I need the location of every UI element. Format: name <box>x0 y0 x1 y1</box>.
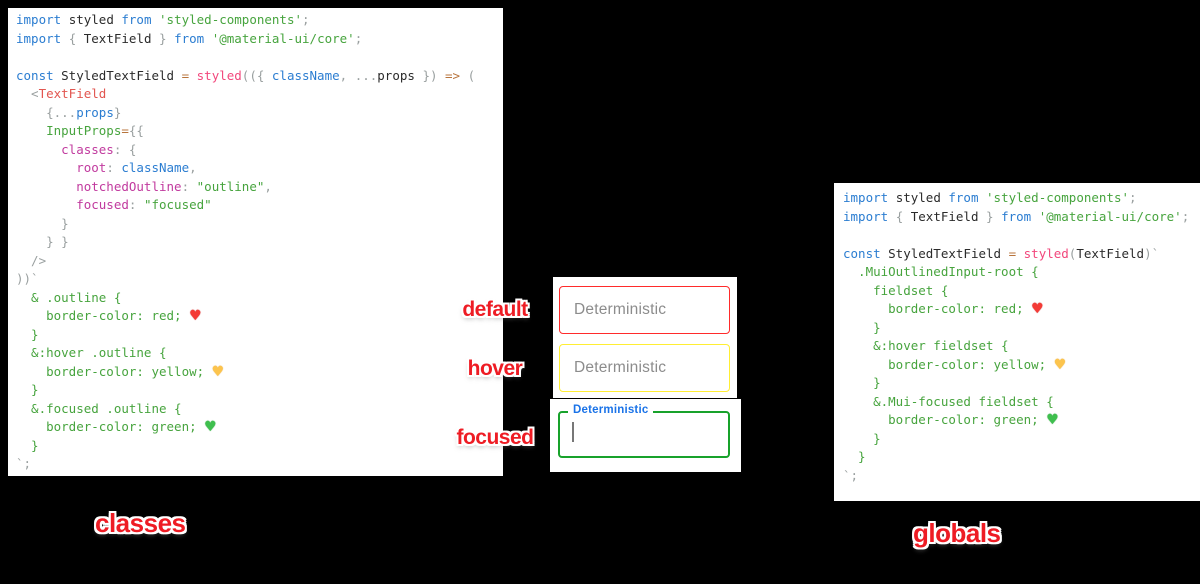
text-cursor <box>572 422 574 442</box>
textfield-placeholder: Deterministic <box>574 359 667 376</box>
textfield-demo-panel: Deterministic Deterministic <box>553 277 737 398</box>
annotation-globals: globals <box>913 518 1001 548</box>
textfield-floating-label: Deterministic <box>568 404 654 416</box>
textfield-hover-state[interactable]: Deterministic <box>559 344 730 392</box>
annotation-default: default <box>462 298 528 321</box>
textfield-placeholder: Deterministic <box>574 301 667 318</box>
left-code-panel-classes-approach: import styled from 'styled-components';i… <box>8 8 503 476</box>
annotation-hover: hover <box>467 357 523 380</box>
textfield-default-state[interactable]: Deterministic <box>559 286 730 334</box>
right-code-panel-globals-approach: import styled from 'styled-components';i… <box>834 183 1200 501</box>
textfield-demo-panel-focused: Deterministic <box>550 399 741 472</box>
annotation-focused: focused <box>456 426 534 449</box>
textfield-focused-state[interactable]: Deterministic <box>558 404 730 458</box>
annotation-classes: classes <box>95 508 186 538</box>
